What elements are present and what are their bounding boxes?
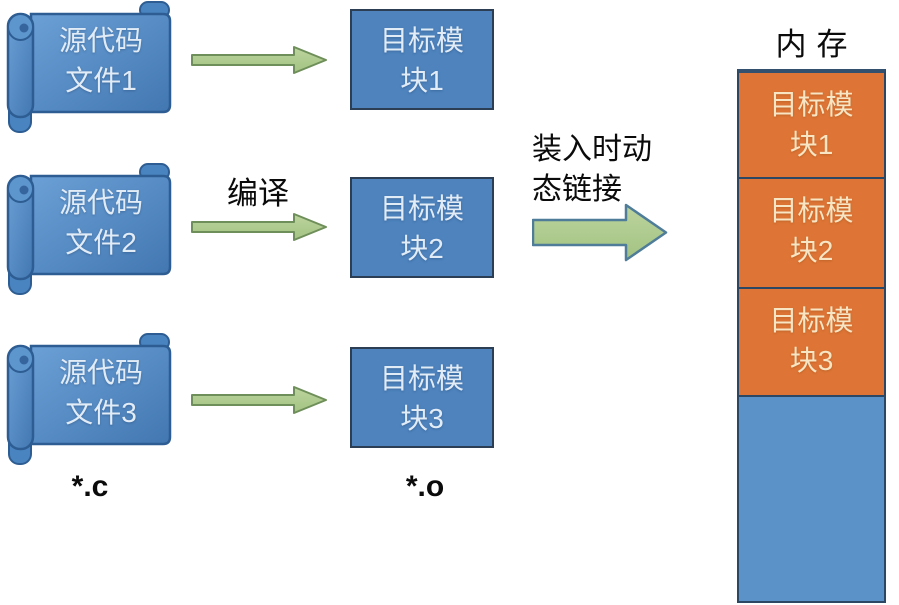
load-link-arrow-icon (532, 203, 668, 262)
memory-block-module-2: 目标模 块2 (739, 179, 884, 289)
source-file-2: 源代码 文件2 (4, 163, 172, 296)
compile-arrow-icon (191, 46, 327, 74)
memory-column: 目标模 块1 目标模 块2 目标模 块3 (737, 69, 886, 603)
dynamic-link-label: 装入时动态链接 (532, 133, 652, 206)
memory-title: 内存 (775, 27, 858, 62)
source-file-2-label: 源代码 文件2 (58, 187, 143, 258)
scroll-shape-icon (6, 333, 172, 465)
compile-label: 编译 (227, 176, 289, 211)
memory-block-module-1: 目标模 块1 (739, 73, 884, 179)
object-module-2: 目标模 块2 (350, 177, 494, 278)
object-extension-label: *.o (405, 470, 445, 503)
object-module-3: 目标模 块3 (350, 347, 494, 448)
memory-free-block (739, 397, 884, 601)
compile-arrow-icon (191, 386, 327, 414)
source-file-3-label: 源代码 文件3 (58, 357, 143, 428)
scroll-shape-icon (6, 1, 172, 133)
object-module-1: 目标模 块1 (350, 9, 494, 110)
source-extension-label: *.c (71, 470, 109, 503)
source-file-1: 源代码 文件1 (4, 1, 172, 134)
compile-arrow-icon (191, 213, 327, 241)
source-file-3: 源代码 文件3 (4, 333, 172, 466)
scroll-shape-icon (6, 163, 172, 295)
source-file-1-label: 源代码 文件1 (58, 25, 143, 96)
memory-block-module-3: 目标模 块3 (739, 289, 884, 397)
